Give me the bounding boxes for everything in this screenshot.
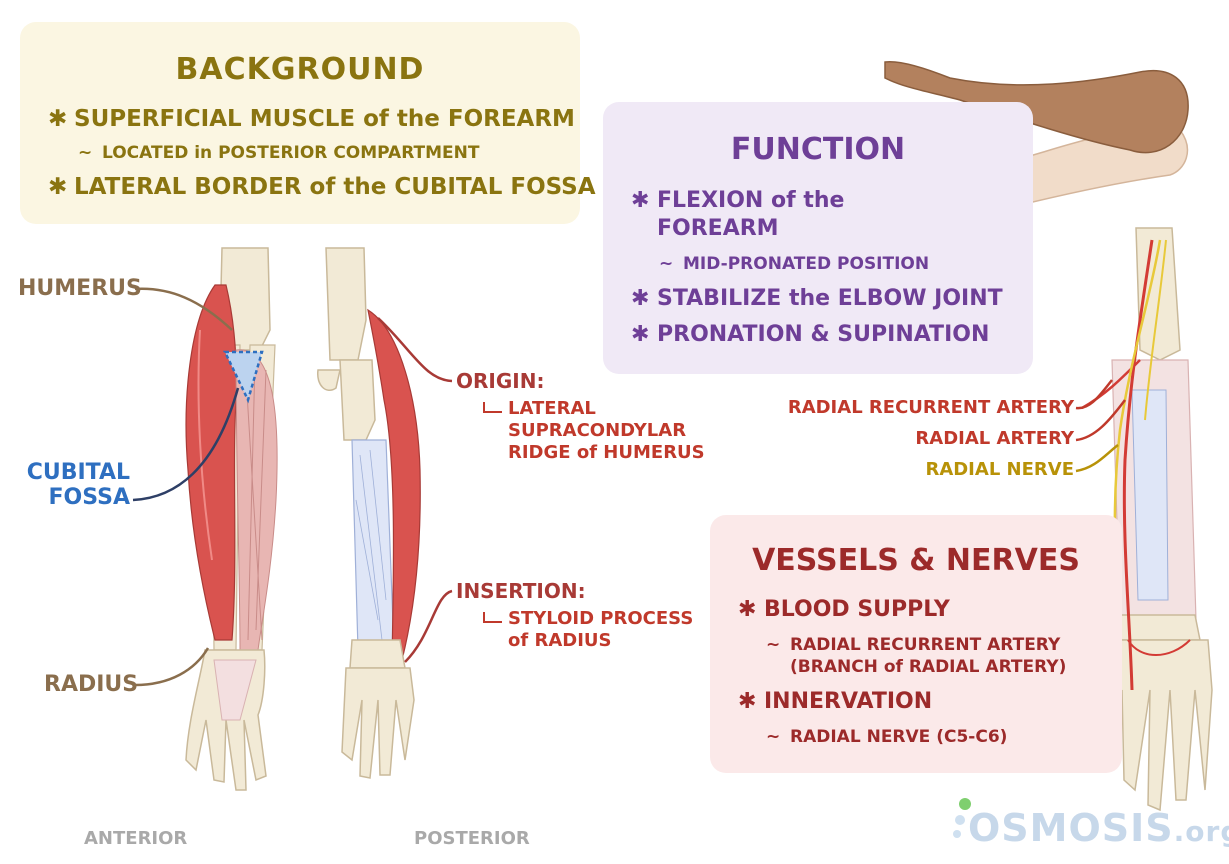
function-bullet-1-sub-text: MID-PRONATED POSITION xyxy=(683,254,930,274)
function-bullet-1-line1: FLEXION of the xyxy=(657,188,845,213)
function-bullet-2: ✱ STABILIZE the ELBOW JOINT xyxy=(631,286,1003,311)
label-insertion-line2: of RADIUS xyxy=(508,630,612,651)
background-bullet-2-text: LATERAL BORDER of the CUBITAL FOSSA xyxy=(74,174,596,200)
background-bullet-1: ✱SUPERFICIAL MUSCLE of the FOREARM xyxy=(48,106,575,132)
vessels-bullet-2-sub: ~ RADIAL NERVE (C5-C6) xyxy=(766,727,1007,747)
background-bullet-1-text: SUPERFICIAL MUSCLE of the FOREARM xyxy=(74,106,575,132)
posterior-forearm-illustration xyxy=(317,247,421,779)
label-insertion-detail: STYLOID PROCESS of RADIUS xyxy=(508,608,693,652)
asterisk-icon: ✱ xyxy=(48,174,68,200)
tilde-icon: ~ xyxy=(766,727,781,747)
label-radial-recurrent-artery: RADIAL RECURRENT ARTERY xyxy=(787,397,1074,418)
label-origin-detail: LATERAL SUPRACONDYLAR RIDGE of HUMERUS xyxy=(508,398,705,464)
label-origin-line1: LATERAL xyxy=(508,398,596,419)
vessels-bullet-1-sub: ~ RADIAL RECURRENT ARTERY xyxy=(766,635,1060,655)
asterisk-icon: ✱ xyxy=(631,322,650,347)
background-bullet-2: ✱LATERAL BORDER of the CUBITAL FOSSA xyxy=(48,174,596,200)
osmosis-logo-suffix: .org xyxy=(1173,815,1229,848)
vessels-title: VESSELS & NERVES xyxy=(752,543,1080,578)
vessels-bullet-1-sub-line2: (BRANCH of RADIAL ARTERY) xyxy=(790,657,1067,677)
vessels-bullet-1-text: BLOOD SUPPLY xyxy=(764,597,950,622)
function-bullet-3: ✱ PRONATION & SUPINATION xyxy=(631,322,989,347)
vessels-forearm-illustration xyxy=(1081,227,1213,812)
vessels-bullet-1: ✱ BLOOD SUPPLY xyxy=(738,597,950,622)
anterior-forearm-illustration xyxy=(185,247,278,791)
label-humerus: HUMERUS xyxy=(18,276,142,301)
label-radius: RADIUS xyxy=(44,672,139,697)
tilde-icon: ~ xyxy=(78,143,93,163)
function-bullet-2-text: STABILIZE the ELBOW JOINT xyxy=(657,286,1003,311)
function-bullet-1: ✱ FLEXION of the xyxy=(631,188,844,213)
label-cubital-line2: FOSSA xyxy=(48,485,130,510)
osmosis-logo: OSMOSIS.org xyxy=(968,806,1229,850)
vessels-bullet-1-sub-line1: RADIAL RECURRENT ARTERY xyxy=(790,635,1061,655)
background-title: BACKGROUND xyxy=(175,52,425,87)
label-anterior: ANTERIOR xyxy=(84,828,188,849)
label-radial-nerve: RADIAL NERVE xyxy=(925,459,1074,480)
label-posterior: POSTERIOR xyxy=(414,828,530,849)
label-origin-line3: RIDGE of HUMERUS xyxy=(508,442,705,463)
vessels-bullet-2-text: INNERVATION xyxy=(764,689,933,714)
vessels-bullet-2: ✱ INNERVATION xyxy=(738,689,932,714)
asterisk-icon: ✱ xyxy=(48,106,68,132)
leader-lines xyxy=(132,287,1126,687)
label-cubital-fossa: CUBITAL FOSSA xyxy=(26,460,130,510)
function-panel: FUNCTION ✱ FLEXION of the FOREARM ~ MID-PR… xyxy=(603,102,1033,374)
function-bullet-3-text: PRONATION & SUPINATION xyxy=(657,322,990,347)
vessels-nerves-panel: VESSELS & NERVES ✱ BLOOD SUPPLY ~ RADIAL R… xyxy=(710,515,1122,773)
tilde-icon: ~ xyxy=(766,635,781,655)
background-panel: BACKGROUND ✱SUPERFICIAL MUSCLE of the FO… xyxy=(20,22,596,224)
label-insertion-line1: STYLOID PROCESS xyxy=(508,608,694,629)
asterisk-icon: ✱ xyxy=(738,597,757,622)
vessels-bullet-2-sub-text: RADIAL NERVE (C5-C6) xyxy=(790,727,1008,747)
function-title: FUNCTION xyxy=(730,132,906,167)
asterisk-icon: ✱ xyxy=(631,286,650,311)
background-bullet-1-sub: ~ LOCATED in POSTERIOR COMPARTMENT xyxy=(78,143,480,163)
asterisk-icon: ✱ xyxy=(631,188,650,213)
label-origin-line2: SUPRACONDYLAR xyxy=(508,420,687,441)
asterisk-icon: ✱ xyxy=(738,689,757,714)
label-cubital-line1: CUBITAL xyxy=(26,460,130,485)
osmosis-logo-text: OSMOSIS xyxy=(968,806,1174,850)
label-insertion: INSERTION: xyxy=(456,579,586,603)
osmosis-logo-mark xyxy=(953,798,971,838)
tilde-icon: ~ xyxy=(659,254,674,274)
function-bullet-1-sub: ~ MID-PRONATED POSITION xyxy=(659,254,929,274)
label-radial-artery: RADIAL ARTERY xyxy=(915,428,1074,449)
function-bullet-1-line2: FOREARM xyxy=(657,216,779,241)
label-origin: ORIGIN: xyxy=(456,369,545,393)
background-bullet-1-sub-text: LOCATED in POSTERIOR COMPARTMENT xyxy=(102,143,480,163)
